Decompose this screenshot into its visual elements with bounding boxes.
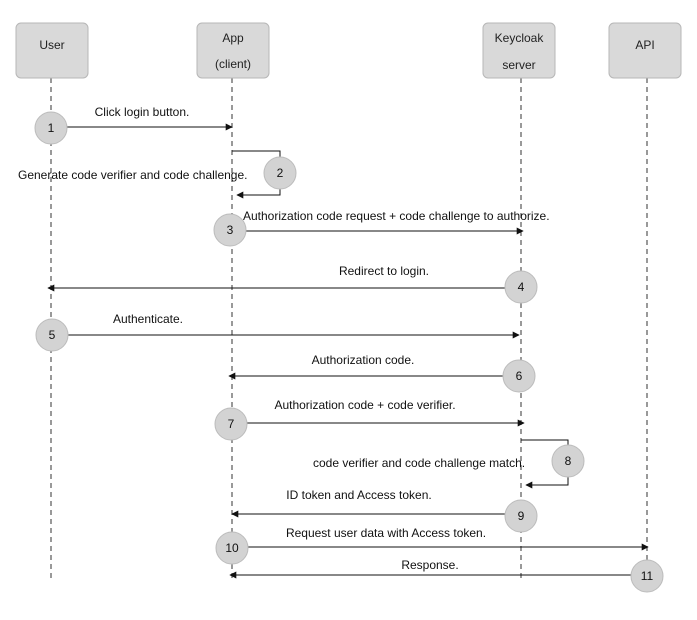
message-step-3: Authorization code request + code challe…: [243, 209, 550, 235]
step-marker-8: 8: [551, 444, 585, 478]
step-marker-11: 11: [630, 559, 664, 593]
message-label-7: Authorization code + code verifier.: [274, 398, 455, 412]
message-label-6: Authorization code.: [312, 353, 415, 367]
message-step-10: Request user data with Access token.: [247, 526, 649, 551]
step-number-11: 11: [641, 569, 654, 583]
message-step-1: Click login button.: [67, 105, 233, 131]
actor-keycloak-label: Keycloak: [495, 31, 545, 45]
step-marker-4: 4: [504, 270, 538, 304]
actor-api: API: [608, 22, 682, 79]
step-marker-2: 2: [263, 156, 297, 190]
step-number-2: 2: [277, 166, 284, 180]
message-step-5: Authenticate.: [68, 312, 520, 339]
message-label-3: Authorization code request + code challe…: [243, 209, 550, 223]
message-label-11: Response.: [401, 558, 458, 572]
step-marker-1: 1: [34, 111, 68, 145]
step-marker-7: 7: [214, 407, 248, 441]
step-marker-9: 9: [504, 499, 538, 533]
step-number-1: 1: [48, 121, 55, 135]
message-label-1: Click login button.: [95, 105, 190, 119]
step-number-10: 10: [225, 541, 239, 555]
step-marker-3: 3: [213, 213, 247, 247]
step-marker-5: 5: [35, 318, 69, 352]
message-step-7: Authorization code + code verifier.: [247, 398, 525, 427]
step-number-5: 5: [49, 328, 56, 342]
message-step-8: code verifier and code challenge match.: [313, 439, 569, 489]
message-step-2: Generate code verifier and code challeng…: [18, 150, 281, 199]
message-label-2: Generate code verifier and code challeng…: [18, 168, 247, 182]
step-number-9: 9: [518, 509, 525, 523]
actor-user: User: [15, 22, 89, 79]
message-label-9: ID token and Access token.: [286, 488, 431, 502]
message-label-4: Redirect to login.: [339, 264, 429, 278]
actor-keycloak: Keycloak server: [482, 22, 556, 79]
actor-keycloak-sublabel: server: [502, 58, 535, 72]
actor-app-label: App: [222, 31, 244, 45]
message-label-5: Authenticate.: [113, 312, 183, 326]
actor-api-label: API: [635, 38, 654, 52]
step-number-4: 4: [518, 280, 525, 294]
message-step-4: Redirect to login.: [47, 264, 505, 292]
actor-app: App (client): [196, 22, 270, 79]
message-label-8: code verifier and code challenge match.: [313, 456, 525, 470]
step-marker-6: 6: [502, 359, 536, 393]
step-number-6: 6: [516, 369, 523, 383]
message-step-6: Authorization code.: [228, 353, 503, 380]
step-number-8: 8: [565, 454, 572, 468]
message-step-9: ID token and Access token.: [231, 488, 505, 518]
step-number-3: 3: [227, 223, 234, 237]
actor-app-sublabel: (client): [215, 57, 251, 71]
step-number-7: 7: [228, 417, 235, 431]
message-label-10: Request user data with Access token.: [286, 526, 486, 540]
step-marker-10: 10: [215, 531, 249, 565]
actor-user-label: User: [39, 38, 64, 52]
message-step-11: Response.: [229, 558, 631, 579]
